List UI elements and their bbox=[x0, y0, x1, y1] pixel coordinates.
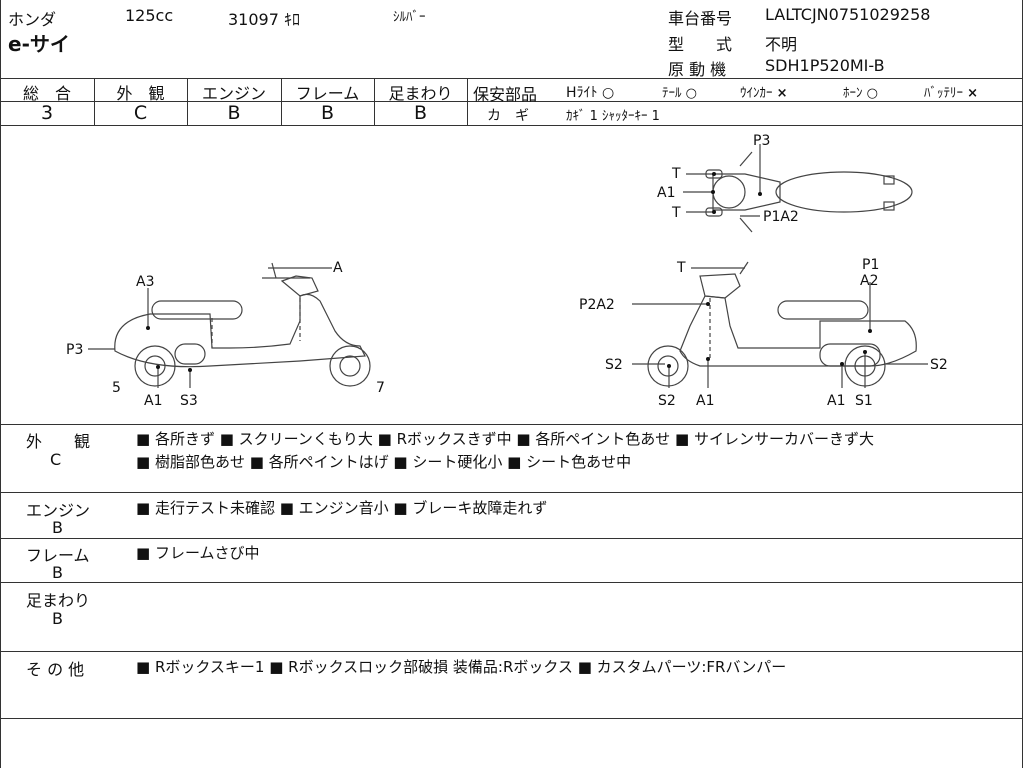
diag-label-a1-top: A1 bbox=[657, 185, 675, 201]
frame-grade-label: フレーム bbox=[295, 84, 360, 103]
diag-label-a2: A2 bbox=[860, 273, 878, 289]
type-value: 不明 bbox=[765, 35, 798, 54]
remarks-other-line1: ■ Rボックスキー1 ■ Rボックスロック部破損 装備品:Rボックス ■ カスタ… bbox=[136, 658, 787, 676]
displacement: 125cc bbox=[125, 6, 174, 25]
safety-item-winker: ｳｲﾝｶｰ × bbox=[740, 86, 788, 101]
frame-left bbox=[0, 0, 1, 768]
vline-1 bbox=[94, 78, 95, 125]
diag-label-s2-front: S2 bbox=[605, 357, 623, 373]
exterior-grade: C bbox=[133, 102, 148, 124]
type-label: 型 式 bbox=[668, 35, 733, 54]
diag-label-a: A bbox=[333, 260, 343, 276]
vline-4 bbox=[374, 78, 375, 125]
remarks-suspension-grade: B bbox=[52, 609, 63, 628]
engine-label: 原 動 機 bbox=[668, 60, 727, 79]
divider-exterior bbox=[0, 492, 1023, 493]
overall-grade: 3 bbox=[40, 102, 54, 124]
remarks-other-label: そ の 他 bbox=[26, 660, 85, 679]
scooter-left-view bbox=[114, 262, 371, 387]
overall-label: 総 合 bbox=[22, 84, 71, 103]
frame-grade: B bbox=[320, 102, 335, 124]
remarks-exterior-label: 外 観 bbox=[26, 432, 91, 451]
remarks-exterior-line1: ■ 各所きず ■ スクリーンくもり大 ■ Rボックスきず中 ■ 各所ペイント色あ… bbox=[136, 430, 875, 448]
mileage: 31097 ｷﾛ bbox=[228, 10, 300, 29]
model-name: e-サイ bbox=[8, 32, 70, 56]
divider-grades-bottom bbox=[0, 125, 1023, 126]
safety-item-battery: ﾊﾞｯﾃﾘｰ × bbox=[924, 86, 979, 101]
diag-label-a1-rear: A1 bbox=[827, 393, 845, 409]
diag-label-p1: P1 bbox=[862, 257, 879, 273]
diag-label-t-right: T bbox=[676, 260, 686, 276]
diag-label-s1: S1 bbox=[855, 393, 873, 409]
remarks-exterior-line2: ■ 樹脂部色あせ ■ 各所ペイントはげ ■ シート硬化小 ■ シート色あせ中 bbox=[136, 453, 632, 471]
suspension-grade-label: 足まわり bbox=[388, 84, 453, 103]
exterior-label: 外 観 bbox=[116, 84, 165, 103]
diag-label-7: 7 bbox=[376, 380, 385, 396]
engine-value: SDH1P520MI-B bbox=[765, 56, 885, 75]
maker: ホンダ bbox=[8, 10, 57, 29]
diag-label-a3: A3 bbox=[136, 274, 154, 290]
diag-label-t-top2: T bbox=[671, 205, 681, 221]
frame-right bbox=[1022, 0, 1023, 768]
divider-frame bbox=[0, 582, 1023, 583]
divider-header bbox=[0, 78, 1023, 79]
color: ｼﾙﾊﾞｰ bbox=[393, 10, 426, 25]
key-value: ｶｷﾞ 1 ｼｬｯﾀｰｷｰ 1 bbox=[566, 109, 660, 124]
engine-grade: B bbox=[227, 102, 241, 124]
remarks-engine-label: エンジン bbox=[26, 501, 91, 520]
diag-label-a1-right: A1 bbox=[696, 393, 714, 409]
diag-label-p3-top: P3 bbox=[753, 133, 770, 149]
diag-label-5: 5 bbox=[112, 380, 121, 396]
vline-3 bbox=[281, 78, 282, 125]
safety-item-headlight: Hﾗｲﾄ ○ bbox=[566, 85, 615, 101]
divider-other bbox=[0, 718, 1023, 719]
remarks-frame-grade: B bbox=[52, 563, 63, 582]
diag-label-p1a2: P1A2 bbox=[763, 209, 799, 225]
safety-item-tail: ﾃｰﾙ ○ bbox=[662, 86, 697, 101]
remarks-suspension-label: 足まわり bbox=[26, 591, 91, 610]
divider-grade-label bbox=[0, 101, 467, 102]
engine-grade-label: エンジン bbox=[201, 84, 266, 103]
scooter-top-view bbox=[705, 151, 913, 233]
frame-no-label: 車台番号 bbox=[668, 9, 733, 28]
safety-label: 保安部品 bbox=[473, 85, 538, 104]
divider-diagram-bottom bbox=[0, 424, 1023, 425]
frame-no-value: LALTCJN0751029258 bbox=[765, 5, 931, 24]
key-label: カ ギ bbox=[487, 108, 529, 124]
remarks-engine-grade: B bbox=[52, 518, 63, 537]
remarks-frame-line1: ■ フレームさび中 bbox=[136, 544, 260, 562]
suspension-grade: B bbox=[413, 102, 428, 124]
diag-label-t-top1: T bbox=[671, 166, 681, 182]
divider-suspension bbox=[0, 651, 1023, 652]
vline-2 bbox=[187, 78, 188, 125]
damage-diagram: A A3 P3 5 A1 S3 7 T P1 A2 P2A2 S2 S2 A1 … bbox=[66, 133, 948, 409]
remarks-exterior-grade: C bbox=[50, 450, 62, 469]
diag-label-p3-left: P3 bbox=[66, 342, 83, 358]
diag-label-a1-left: A1 bbox=[144, 393, 162, 409]
remarks-frame-label: フレーム bbox=[26, 546, 90, 565]
scooter-right-view bbox=[647, 261, 917, 387]
divider-safety bbox=[467, 101, 1023, 102]
divider-engine bbox=[0, 538, 1023, 539]
safety-item-horn: ﾎｰﾝ ○ bbox=[843, 86, 878, 101]
diag-label-s2-rear: S2 bbox=[930, 357, 948, 373]
remarks-engine-line1: ■ 走行テスト未確認 ■ エンジン音小 ■ ブレーキ故障走れず bbox=[136, 499, 548, 517]
diag-label-p2a2: P2A2 bbox=[579, 297, 615, 313]
diag-label-s3: S3 bbox=[180, 393, 198, 409]
vline-5 bbox=[467, 78, 468, 125]
diag-label-s2-bottom: S2 bbox=[658, 393, 676, 409]
